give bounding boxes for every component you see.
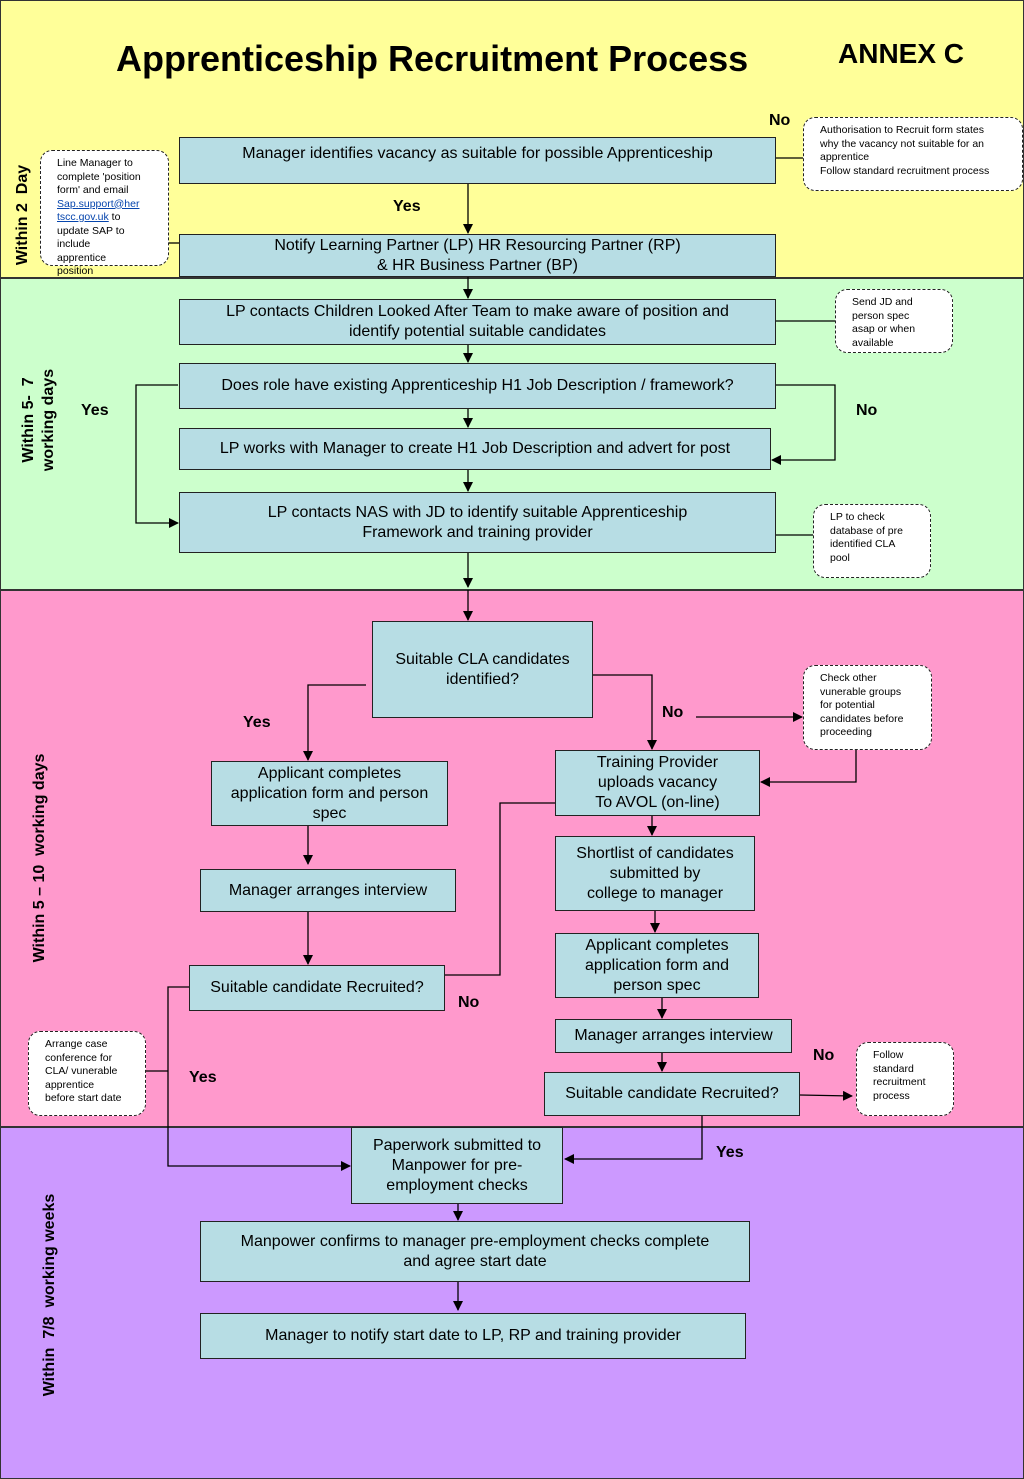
contact-nas-box: LP contacts NAS with JD to identify suit… <box>179 492 776 553</box>
annex-label: ANNEX C <box>838 38 965 69</box>
interview-right-box: Manager arranges interview <box>555 1019 792 1053</box>
label-no-left: No <box>458 994 480 1011</box>
page-title: Apprenticeship Recruitment Process <box>116 38 749 79</box>
line-manager-note-text: Line Manager to complete 'position form'… <box>57 157 141 196</box>
stage-label-4: Within 7/8 working weeks <box>41 1193 58 1397</box>
upload-avol-box: Training Provider uploads vacancy To AVO… <box>555 750 760 816</box>
applicant-form-right-box: Applicant completes application form and… <box>555 933 759 998</box>
create-jd-box: LP works with Manager to create H1 Job D… <box>179 428 771 470</box>
label-no-top: No <box>769 112 791 129</box>
label-no-right: No <box>813 1047 835 1064</box>
recruited-right-decision: Suitable candidate Recruited? <box>544 1072 800 1116</box>
follow-standard-note: Follow standard recruitment process <box>856 1042 954 1116</box>
shortlist-box: Shortlist of candidates submitted by col… <box>555 836 755 911</box>
label-yes-right: Yes <box>716 1144 744 1161</box>
notify-start-box: Manager to notify start date to LP, RP a… <box>200 1313 746 1359</box>
label-yes-jd: Yes <box>81 402 109 419</box>
sap-support-email-link[interactable]: Sap.support@her tscc.gov.uk <box>57 197 140 224</box>
identify-vacancy-box: Manager identifies vacancy as suitable f… <box>179 137 776 184</box>
label-no-jd: No <box>856 402 878 419</box>
label-yes-left: Yes <box>189 1069 217 1086</box>
check-database-note: LP to check database of pre identified C… <box>813 504 931 578</box>
manpower-confirms-box: Manpower confirms to manager pre-employm… <box>200 1221 750 1282</box>
contact-cla-team-box: LP contacts Children Looked After Team t… <box>179 299 776 345</box>
case-conference-note: Arrange case conference for CLA/ vunerab… <box>28 1031 146 1116</box>
line-manager-note: Line Manager to complete 'position form'… <box>40 150 169 277</box>
interview-left-box: Manager arranges interview <box>200 869 456 912</box>
cla-identified-decision: Suitable CLA candidates identified? <box>372 621 593 718</box>
stage-label-1: Within 2 Day <box>14 164 31 266</box>
existing-jd-decision: Does role have existing Apprenticeship H… <box>179 363 776 409</box>
authorisation-note: Authorisation to Recruit form states why… <box>803 117 1023 191</box>
label-yes-top: Yes <box>393 198 421 215</box>
label-yes-cla: Yes <box>243 714 271 731</box>
send-jd-note: Send JD and person spec asap or when ava… <box>835 289 953 353</box>
applicant-form-left-box: Applicant completes application form and… <box>211 761 448 826</box>
label-no-cla: No <box>662 704 684 721</box>
check-vulnerable-note: Check other vunerable groups for potenti… <box>803 665 932 750</box>
stage-label-2: Within 5- 7 working days <box>20 368 57 472</box>
notify-partners-box: Notify Learning Partner (LP) HR Resourci… <box>179 234 776 277</box>
recruited-left-decision: Suitable candidate Recruited? <box>189 965 445 1011</box>
stage-label-3: Within 5 – 10 working days <box>31 753 48 963</box>
line-manager-note-text-end: to update SAP to include apprentice posi… <box>57 211 125 277</box>
paperwork-box: Paperwork submitted to Manpower for pre-… <box>351 1127 563 1204</box>
